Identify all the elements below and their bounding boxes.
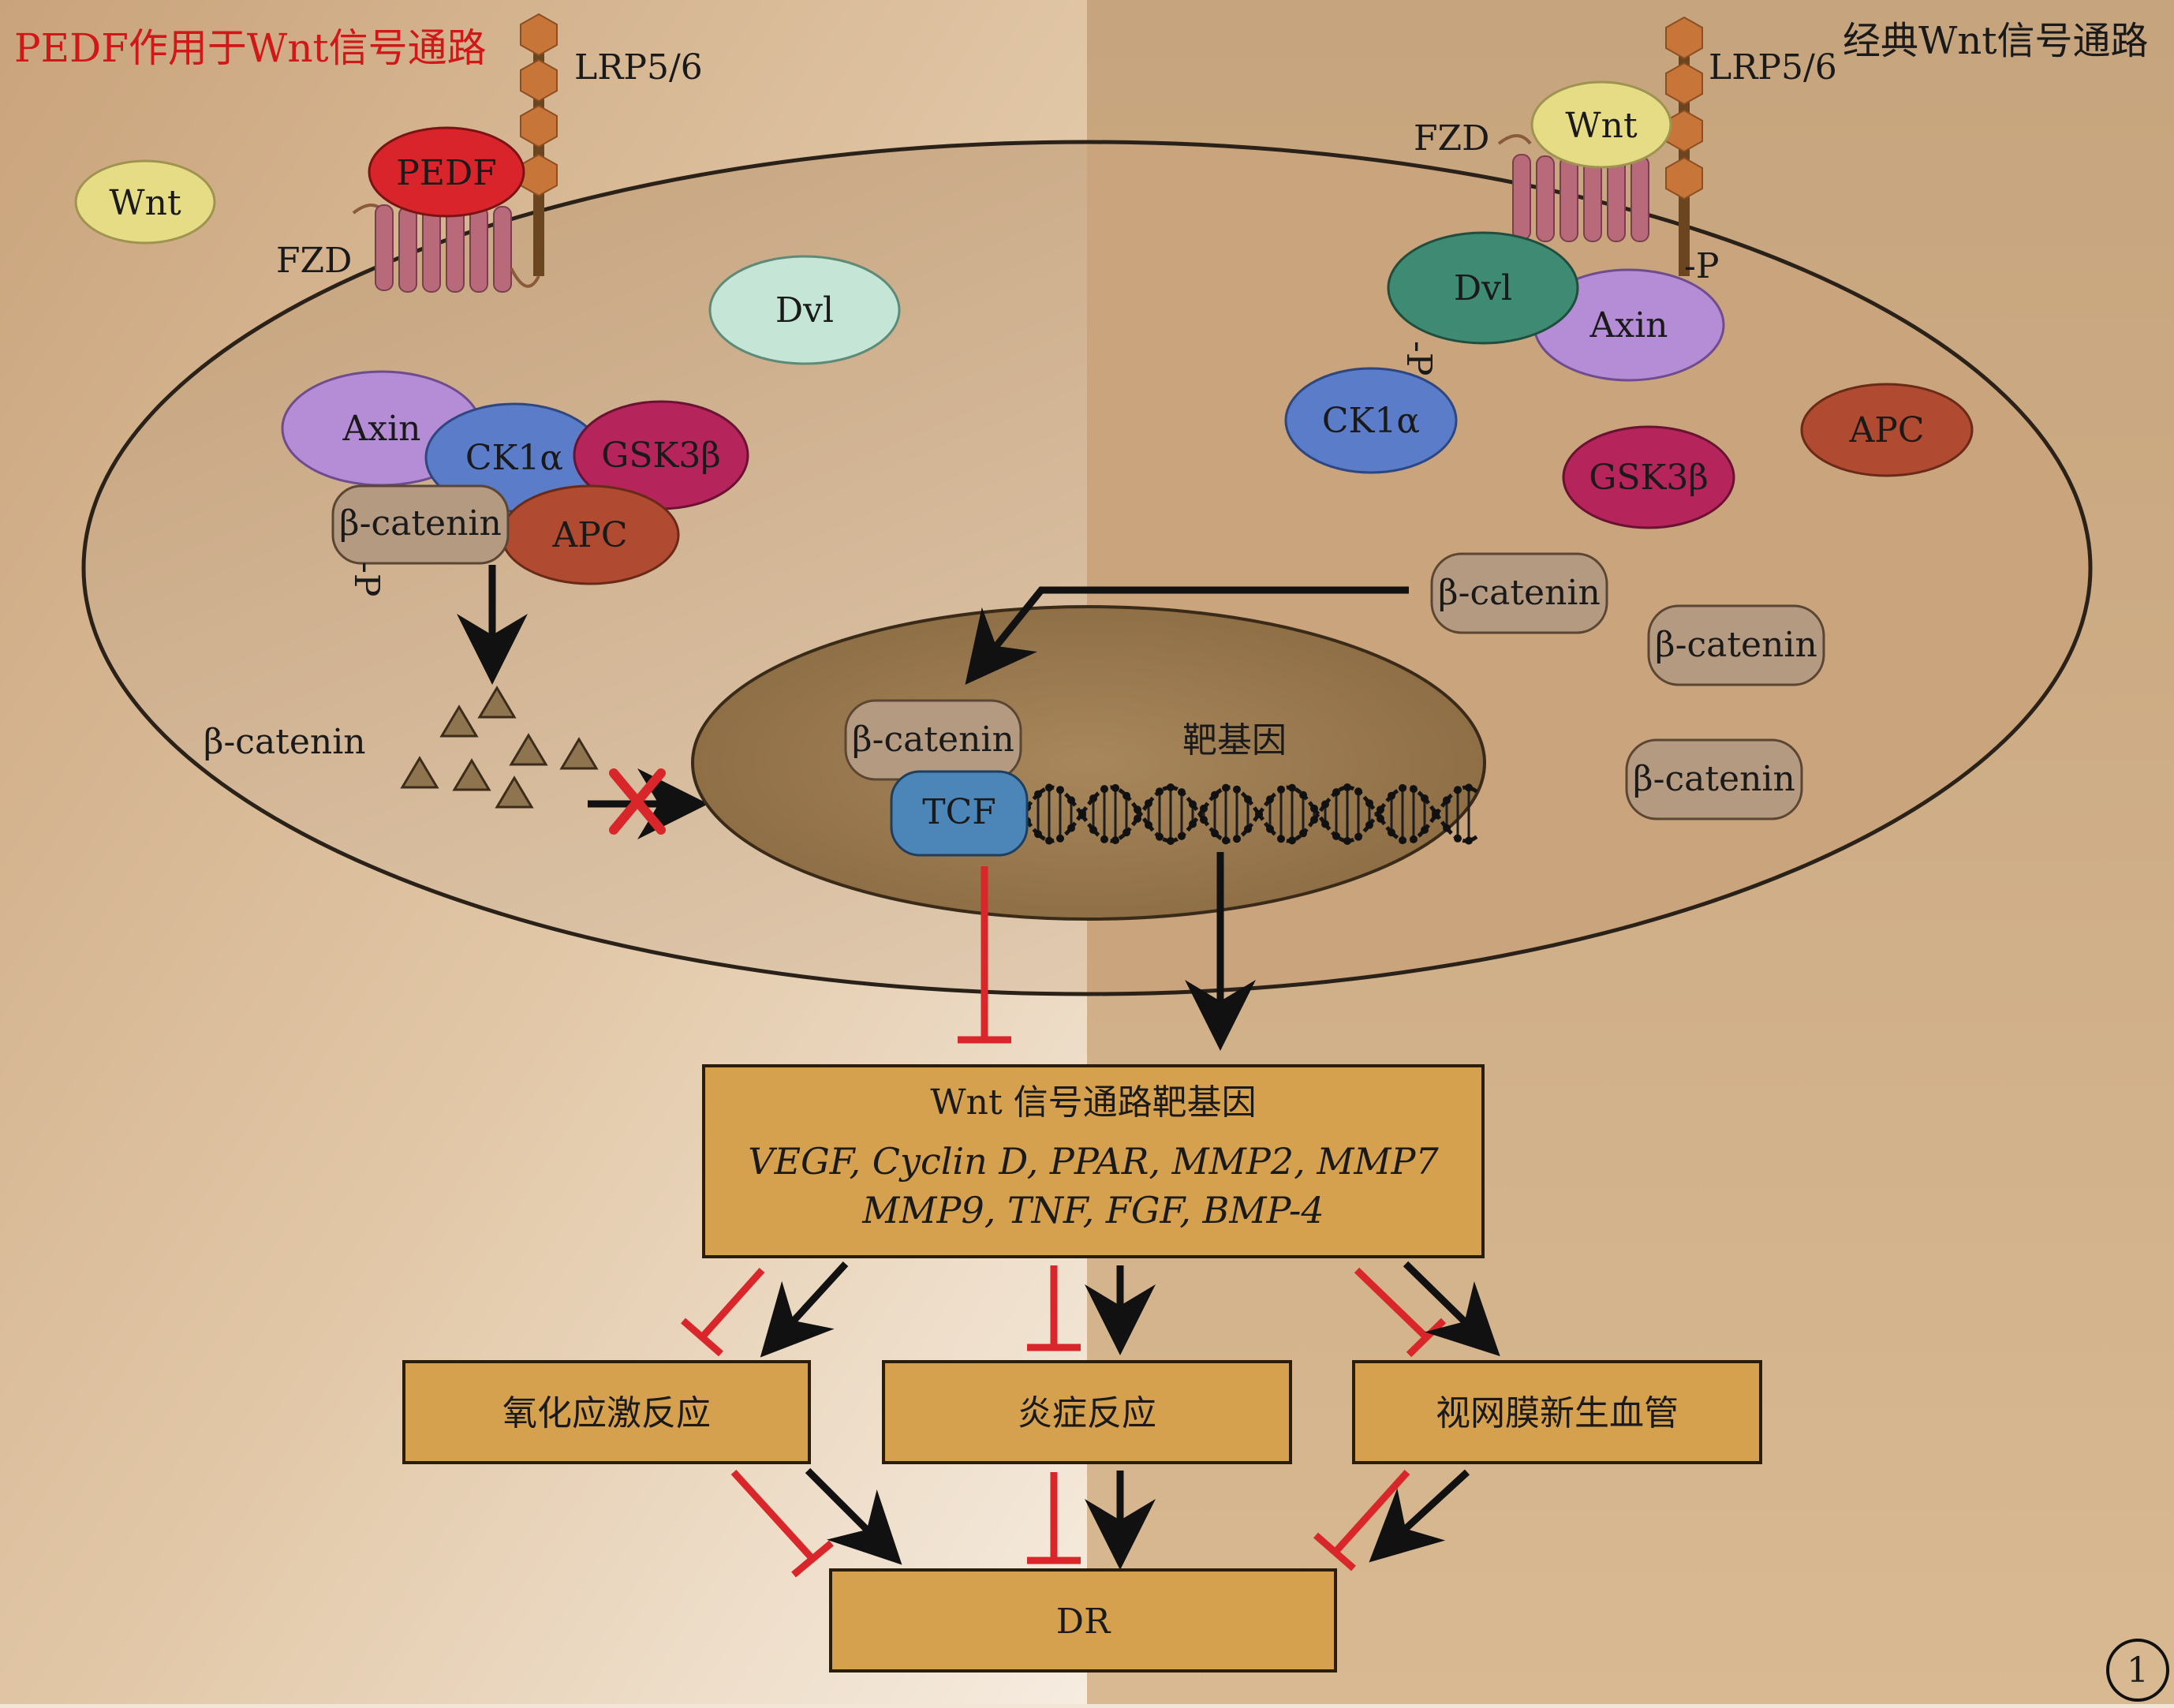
phospho-left: -P [346,562,387,596]
bcatenin-label-right-2: β-catenin [1655,625,1817,665]
ck1a-label-right: CK1α [1322,401,1420,441]
activate-neovascular-to-dr [1369,1469,1470,1563]
tcf-label: TCF [922,792,996,832]
dvl-label-left: Dvl [775,290,834,331]
fzd-label-left: FZD [276,241,352,281]
inhibit-oxidative-to-dr [730,1469,834,1578]
wnt-label-right: Wnt [1565,106,1638,146]
right-title: 经典Wnt信号通路 [1843,19,2149,63]
target-genes-line1: VEGF, Cyclin D, PPAR, MMP2, MMP7 [748,1140,1439,1183]
oxidative-stress-label: 氧化应激反应 [502,1393,711,1433]
wnt-right [1530,80,1672,169]
lrp-phospho-right: -P [1684,246,1719,286]
activate-oxidative-to-dr [805,1467,902,1565]
block-x-icon [609,768,666,835]
ck1a-right [1284,367,1458,474]
activate-to-oxidative [760,1261,849,1358]
gsk3b-label-right: GSK3β [1589,458,1709,498]
bcatenin-label-right-3: β-catenin [1633,759,1795,799]
inhibit-inflammation-to-dr [1027,1472,1081,1564]
target-gene-label: 靶基因 [1182,720,1287,761]
pedf-label: PEDF [396,153,497,193]
bcatenin-label-nucleus: β-catenin [852,719,1014,760]
inhibit-to-inflammation [1027,1265,1081,1351]
dvl-label-right: Dvl [1454,268,1512,308]
lrp-receptor-right [1665,16,1703,276]
bcatenin-complex-left [331,484,510,565]
fzd-label-right: FZD [1414,118,1489,159]
dvl-left [708,255,901,365]
bcatenin-right-2 [1647,604,1825,686]
degraded-bcatenin-label: β-catenin [204,722,366,762]
figure-number-circle [2106,1639,2169,1702]
inflammation-label: 炎症反应 [1018,1393,1156,1433]
gsk3b-label-left: GSK3β [601,435,721,476]
figure-number: 1 [2127,1650,2149,1691]
dr-box [829,1568,1337,1672]
target-genes-box [702,1064,1485,1258]
target-genes-title: Wnt 信号通路靶基因 [930,1082,1256,1123]
dr-label: DR [1056,1601,1111,1642]
dvl-right [1387,231,1579,345]
dna-helix [1020,783,1478,845]
bcatenin-right-1 [1430,552,1608,634]
dvl-phospho-right: -P [1399,341,1439,376]
axin-label-right: Axin [1589,305,1668,346]
bcatenin-label-complex: β-catenin [339,503,502,544]
bcatenin-label-right-1: β-catenin [1438,573,1601,613]
nucleus [691,605,1486,921]
bcatenin-right-3 [1625,738,1803,820]
ck1a-label-left: CK1α [465,438,563,478]
apc-label-left: APC [551,515,627,555]
tcf [890,770,1029,857]
axin-label-left: Axin [342,409,421,449]
apc-right [1800,383,1974,477]
left-title: PEDF作用于Wnt信号通路 [14,25,487,71]
target-genes-line2: MMP9, TNF, FGF, BMP-4 [861,1189,1324,1231]
inflammation-box [882,1360,1292,1464]
gsk3b-right [1562,425,1735,529]
translocation-arrow [965,586,1409,686]
fzd-receptor-left [352,204,540,293]
lrp-label-right: LRP5/6 [1709,47,1837,88]
degraded-bcatenin-fragments [400,686,599,809]
oxidative-stress-box [402,1360,811,1464]
lrp-label-left: LRP5/6 [574,47,703,88]
wnt-left [74,159,216,245]
apc-label-right: APC [1848,410,1924,450]
inhibit-tcf-to-targets [958,866,1011,1044]
inhibit-to-oxidative [681,1268,765,1357]
neovascular-box [1352,1360,1762,1464]
wnt-label-left: Wnt [109,183,181,223]
neovascular-label: 视网膜新生血管 [1436,1393,1679,1433]
pedf [368,126,525,218]
activate-to-neovascular [1403,1261,1500,1357]
